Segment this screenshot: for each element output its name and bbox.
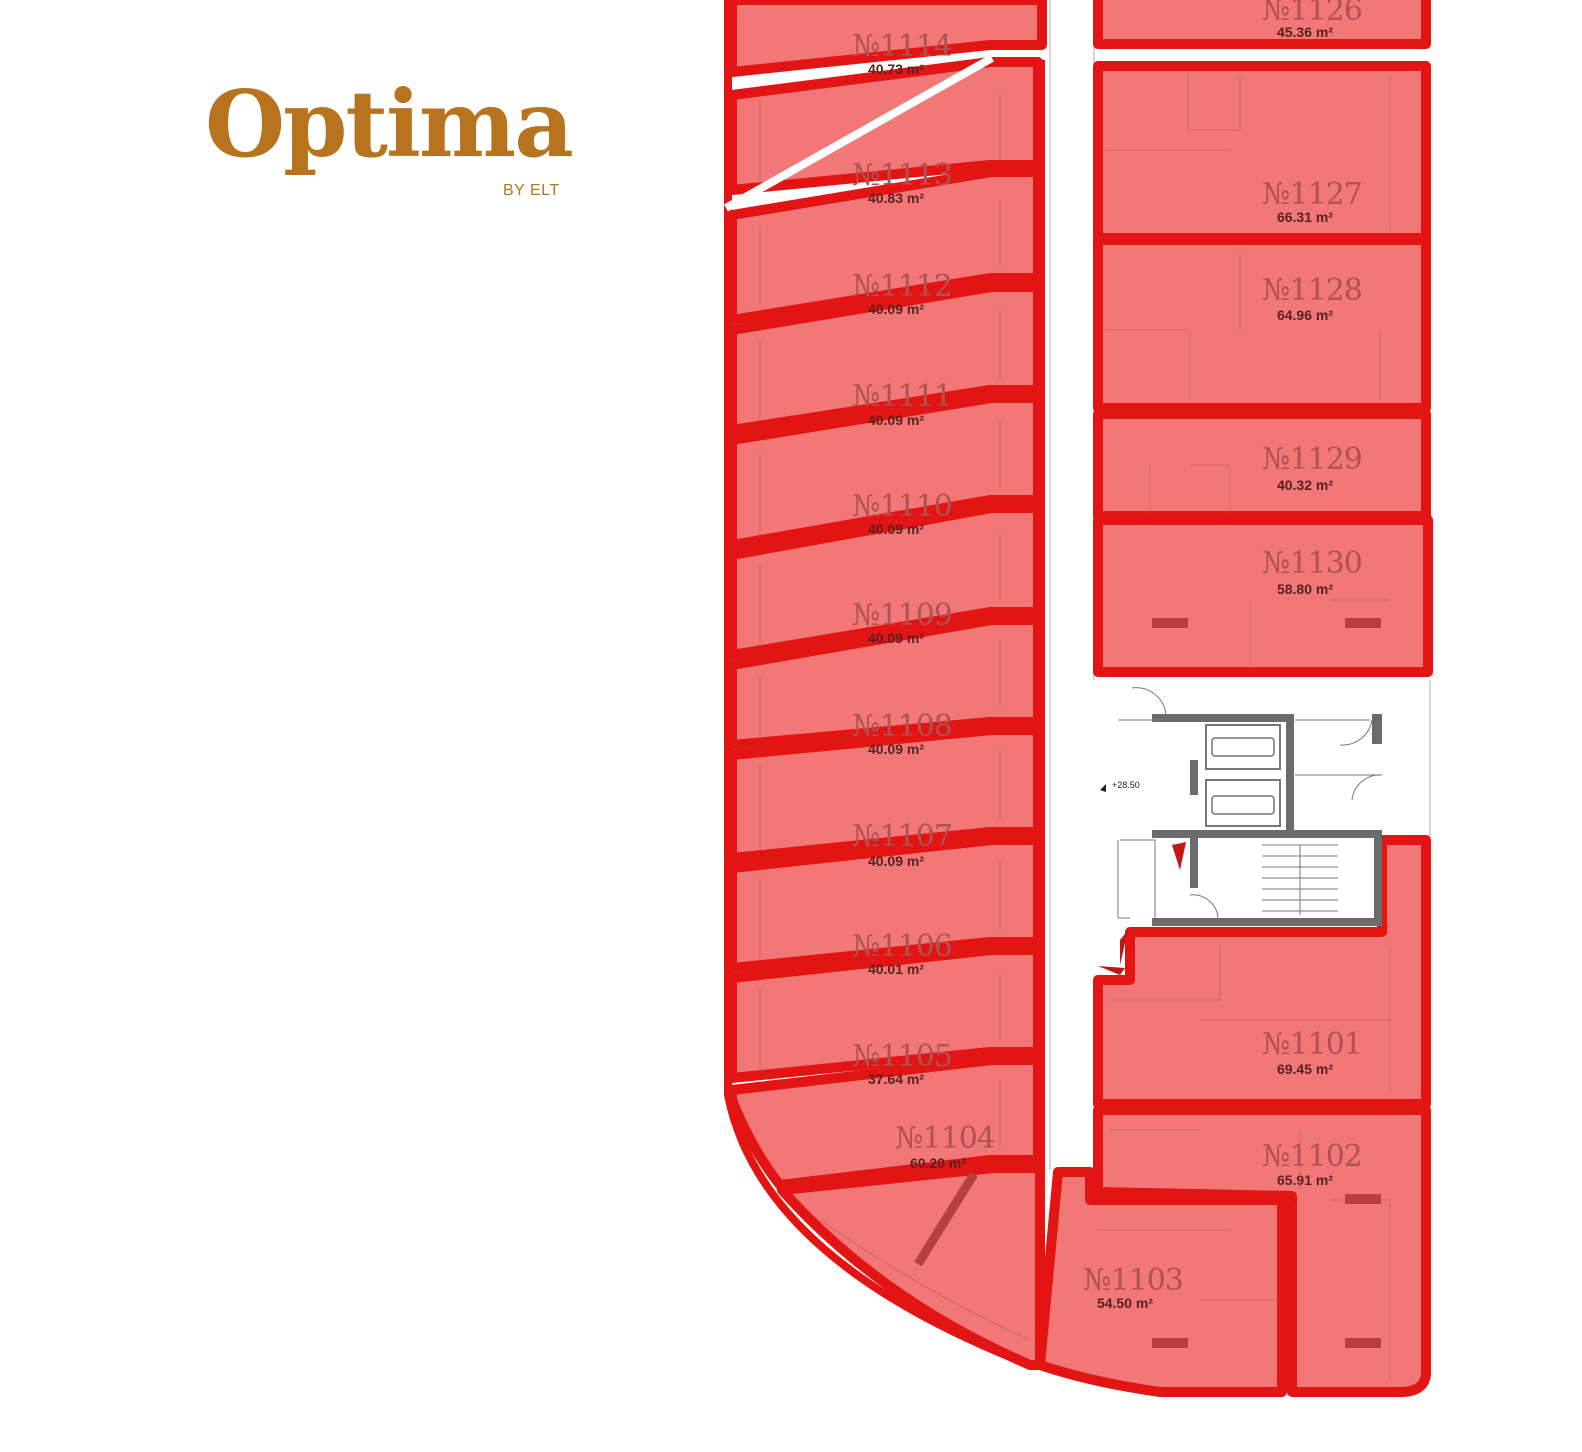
unit-1107[interactable]: №1107 40.09 m² [727,819,1043,973]
unit-number: №1130 [1262,546,1362,581]
unit-1102[interactable]: №1102 65.91 m² [1093,1105,1431,1397]
elevator-1 [1205,724,1281,770]
unit-number: №1126 [1262,0,1362,28]
unit-area: 40.83 m² [868,190,924,206]
wall-mark [1345,1338,1381,1348]
wall-mark [1152,1338,1188,1348]
unit-1110[interactable]: №1110 40.09 m² [727,489,1043,660]
wall-mark [1345,1194,1381,1204]
unit-number: №1112 [852,269,952,304]
unit-area: 54.50 m² [1097,1295,1153,1311]
unit-area: 40.73 m² [868,61,924,77]
unit-number: №1113 [852,158,952,193]
stairs [1262,844,1338,915]
unit-area: 40.09 m² [868,521,924,537]
unit-area: 40.32 m² [1277,477,1333,493]
unit-number: №1114 [852,29,952,64]
unit-1130[interactable]: №1130 58.80 m² [1093,515,1433,677]
unit-area: 40.09 m² [868,301,924,317]
unit-area: 60.20 m² [910,1155,966,1171]
unit-area: 66.31 m² [1277,209,1333,225]
elevator-2 [1205,779,1281,827]
unit-number: №1103 [1083,1263,1183,1298]
building-core [1117,687,1383,926]
unit-1105[interactable]: №1105 37.64 m² [727,1039,1043,1190]
interior-lines [759,75,1391,1380]
unit-number: №1107 [852,819,952,854]
unit-number: №1105 [852,1039,952,1074]
unit-area: 58.80 m² [1277,581,1333,597]
unit-area: 40.09 m² [868,853,924,869]
unit-number: №1104 [895,1121,995,1156]
red-marker [1120,930,1128,965]
wall-mark [1345,618,1381,628]
red-marker [1098,966,1125,975]
level-mark: +28.50 [1112,780,1140,790]
unit-1103[interactable]: №1103 54.50 m² [1035,1167,1287,1397]
unit-area: 64.96 m² [1277,307,1333,323]
unit-1126[interactable]: №1126 45.36 m² [1093,0,1431,49]
unit-area: 40.09 m² [868,630,924,646]
unit-number: №1127 [1262,177,1362,212]
unit-number: №1106 [852,929,952,964]
logo-subtitle: BY ELT [503,182,560,199]
optima-logo: Optima BY ELT [205,78,575,208]
unit-area: 40.01 m² [868,961,924,977]
unit-number: №1128 [1262,273,1362,308]
unit-number: №1129 [1262,442,1362,477]
unit-1129[interactable]: №1129 40.32 m² [1093,409,1431,521]
unit-1113[interactable]: №1113 40.83 m² [727,158,1043,325]
outer-wall [724,0,1032,1369]
red-marker [1172,842,1186,870]
unit-1106[interactable]: №1106 40.01 m² [727,929,1043,1083]
unit-number: №1111 [852,379,952,414]
logo-title: Optima [205,70,574,178]
unit-area: 37.64 m² [868,1071,924,1087]
level-icon [1100,784,1106,792]
unit-1128[interactable]: №1128 64.96 m² [1093,235,1431,413]
unit-number: №1102 [1262,1139,1362,1174]
unit-area: 40.09 m² [868,741,924,757]
unit-number: №1110 [852,489,952,524]
unit-area: 69.45 m² [1277,1061,1333,1077]
unit-1127[interactable]: №1127 66.31 m² [1093,61,1431,243]
gap-line [724,54,994,212]
unit-area: 40.09 m² [868,412,924,428]
wall-mark [914,1171,978,1267]
unit-number: №1109 [852,598,952,633]
wall-mark [1152,618,1188,628]
unit-number: №1101 [1262,1027,1362,1062]
unit-area: 65.91 m² [1277,1172,1333,1188]
unit-area: 45.36 m² [1277,24,1333,40]
unit-number: №1108 [852,709,952,744]
